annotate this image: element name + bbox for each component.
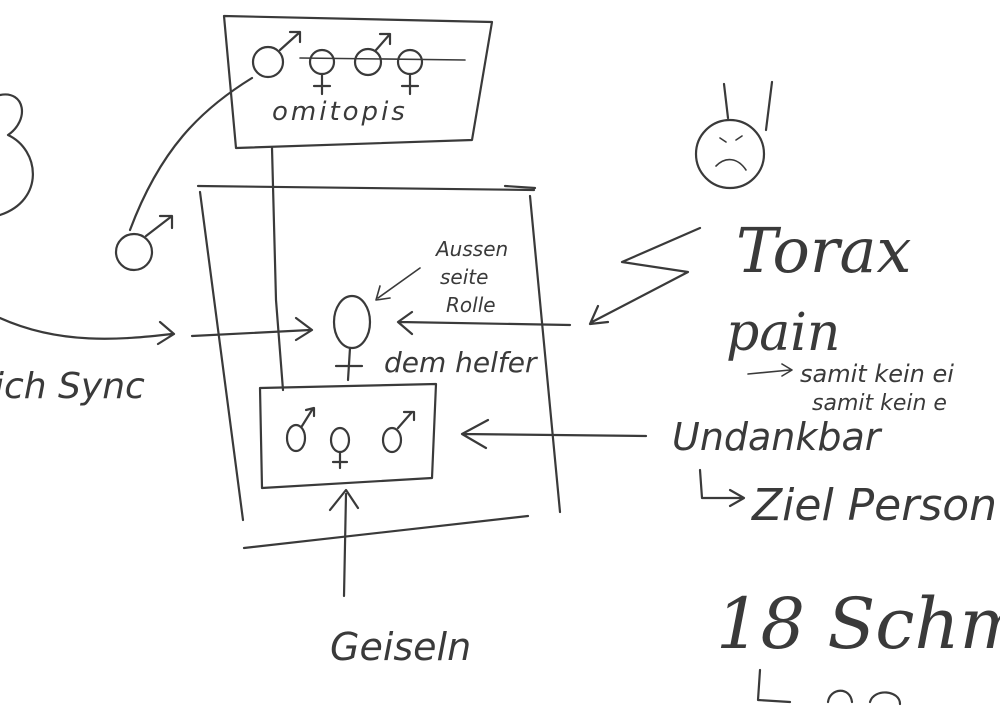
partial-figure-left	[0, 93, 34, 217]
dem-helfer-label: dem helfer	[384, 346, 538, 379]
geiseln-label: Geiseln	[330, 625, 471, 669]
connector-top-to-left-male	[128, 76, 254, 232]
samit-label-1: samit kein ei	[800, 360, 954, 388]
inner-box-gender-row	[285, 406, 416, 470]
top-box-gender-row	[251, 30, 466, 96]
aussen-arrow	[375, 267, 421, 301]
male-icon	[251, 45, 285, 79]
bottom-arrow-partial	[756, 668, 792, 704]
schm-label: 18 Schm	[716, 583, 1000, 665]
geiseln-arrow	[328, 488, 360, 598]
sad-face	[694, 80, 774, 190]
top-box	[222, 14, 494, 150]
male-icon	[285, 423, 307, 453]
right-to-center-arrow	[396, 310, 572, 336]
aussen-label-2: seite	[440, 265, 488, 289]
samit-arrow	[747, 363, 793, 377]
torax-label: Torax	[736, 214, 911, 287]
sync-label: ich Sync	[0, 366, 145, 407]
lightning-arrow	[588, 226, 702, 326]
aussen-label-1: Aussen	[434, 237, 508, 261]
samit-label-2: samit kein e	[812, 391, 947, 416]
sync-arrow	[0, 316, 176, 346]
omitopis-label: omitopis	[272, 97, 408, 127]
female-icon	[396, 48, 424, 76]
female-icon	[308, 48, 336, 76]
pain-label: pain	[726, 303, 840, 363]
ziel-person-label: Ziel Person	[751, 480, 997, 531]
female-icon	[329, 426, 351, 454]
center-box	[196, 184, 562, 550]
ziel-arrow	[698, 468, 746, 508]
inner-box	[258, 382, 438, 490]
male-icon	[381, 426, 403, 454]
male-icon	[353, 47, 383, 77]
sync-arrow-inner	[190, 316, 314, 342]
aussen-label-3: Rolle	[446, 293, 496, 317]
connector-top-to-center	[270, 146, 285, 392]
central-figure	[332, 294, 372, 382]
male-icon	[114, 232, 154, 272]
undankbar-arrow	[460, 418, 648, 450]
sad-face-icon	[694, 118, 766, 190]
undankbar-label: Undankbar	[672, 415, 883, 459]
female-icon	[332, 294, 372, 350]
